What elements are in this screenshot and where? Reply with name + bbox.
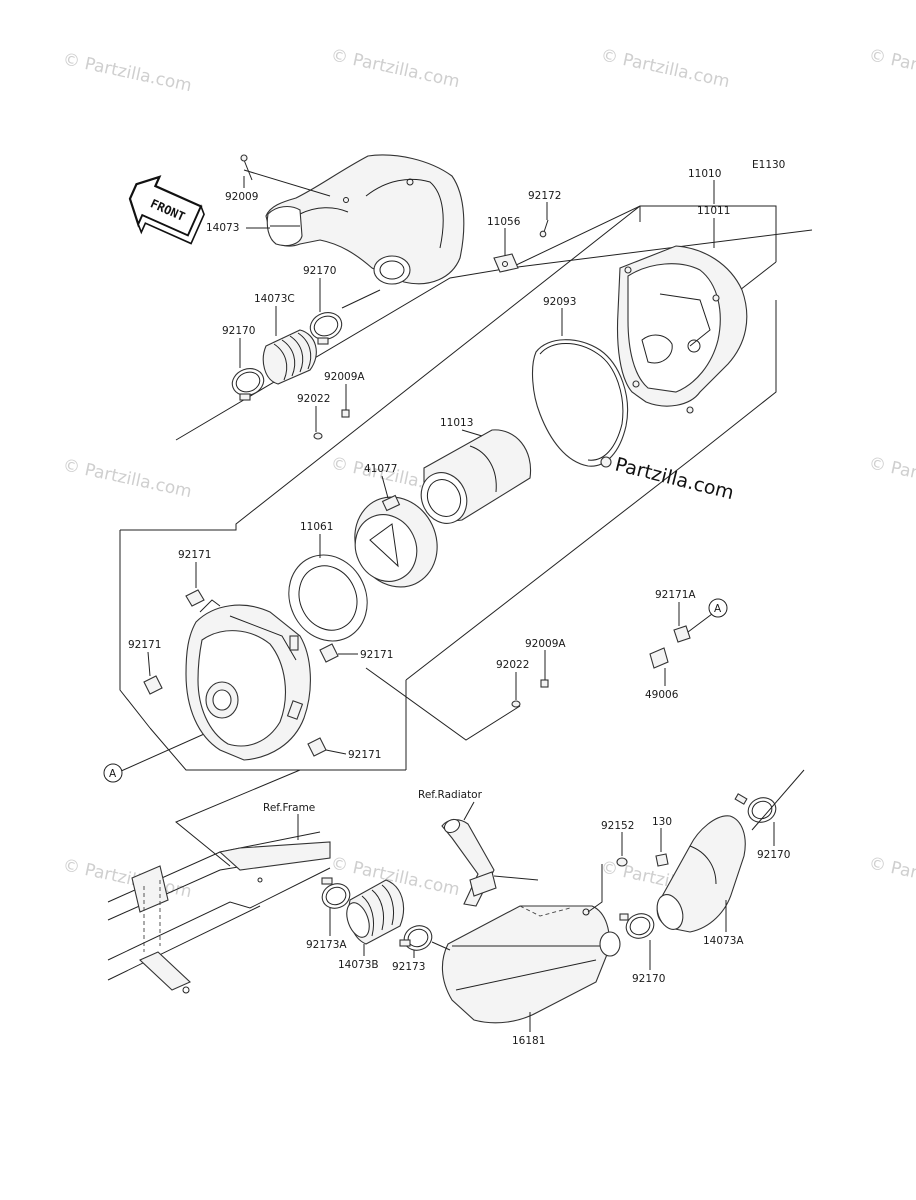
intake-chamber-16181 [441, 905, 621, 1024]
hose-14073C [262, 329, 317, 385]
part-labels: 92009 14073 92170 14073C 92170 92009A 92… [128, 168, 790, 1047]
label-92170-top: 92170 [303, 265, 336, 277]
bolt-92009 [240, 154, 253, 181]
label-92009: 92009 [225, 191, 258, 203]
label-11056: 11056 [487, 216, 521, 228]
fastener-92009A-top [341, 409, 350, 418]
label-92093: 92093 [543, 296, 576, 308]
label-92171-c: 92171 [360, 649, 393, 661]
label-92170-right: 92170 [757, 849, 790, 861]
label-14073A: 14073A [703, 935, 744, 947]
front-arrow: FRONT [128, 175, 205, 245]
cap-49006 [649, 647, 669, 669]
frame-reference [107, 831, 331, 994]
gasket-11061 [288, 554, 368, 642]
radiator-reference [441, 818, 497, 907]
label-92170-bottom: 92170 [632, 973, 665, 985]
clip-92171-d [307, 737, 327, 757]
bracket-11056 [493, 253, 519, 273]
callout-watermark: Partzilla.com [613, 454, 736, 505]
svg-text:A: A [714, 603, 722, 615]
clamp-92170-right [734, 793, 777, 823]
clamp-92170-bottom [619, 913, 655, 939]
connector-a-right: A [708, 598, 728, 618]
washer-92152 [616, 857, 628, 867]
nut-130 [655, 853, 669, 867]
watermark-3: © Partzilla.com [599, 45, 731, 92]
hose-14073B [346, 879, 404, 945]
watermark-7: © Partzilla.com [867, 453, 916, 500]
filter-holder-41077 [354, 494, 438, 588]
seal-92093 [532, 339, 629, 468]
bolt-92172 [539, 219, 549, 238]
label-92152: 92152 [601, 820, 634, 832]
leader-lines [147, 176, 775, 1032]
label-11010: 11010 [688, 168, 721, 180]
label-11013: 11013 [440, 417, 473, 429]
clip-92171-b [143, 675, 163, 695]
label-92173: 92173 [392, 961, 425, 973]
label-92171-b: 92171 [128, 639, 161, 651]
label-49006: 49006 [645, 689, 679, 701]
watermark-1: © Partzilla.com [61, 49, 193, 96]
filter-element-11013 [420, 429, 532, 524]
label-92171-d: 92171 [348, 749, 381, 761]
clamp-92173A [321, 877, 351, 909]
clip-92171-a [185, 589, 205, 607]
label-92009A-top: 92009A [324, 371, 365, 383]
diagram-code: E1130 [752, 159, 785, 171]
label-ref-radiator: Ref.Radiator [418, 789, 483, 801]
clamp-92173 [399, 925, 433, 951]
air-cleaner-cover-left [185, 599, 311, 761]
watermark-8: © Partzilla.com [61, 855, 193, 902]
clamp-92170-left [231, 368, 265, 401]
connector-a-left: A [103, 763, 123, 783]
svg-text:A: A [109, 768, 117, 780]
clamp-92170-top [309, 312, 343, 345]
washer-92022-top [313, 432, 323, 440]
label-14073C: 14073C [254, 293, 295, 305]
part-11011-air-cleaner-case [616, 245, 748, 414]
label-92171A: 92171A [655, 589, 696, 601]
assembly-lines-upper [109, 205, 813, 867]
label-92171-a: 92171 [178, 549, 211, 561]
clamp-92171A [673, 625, 691, 643]
label-11011: 11011 [697, 205, 730, 217]
label-ref-frame: Ref.Frame [263, 802, 315, 814]
label-92009A-mid: 92009A [525, 638, 566, 650]
label-16181: 16181 [512, 1035, 545, 1047]
label-92173A: 92173A [306, 939, 347, 951]
duct-14073A [656, 815, 746, 933]
watermark-2: © Partzilla.com [329, 45, 461, 92]
label-14073: 14073 [206, 222, 239, 234]
label-92022-mid: 92022 [496, 659, 529, 671]
label-41077: 41077 [364, 463, 397, 475]
part-14073-intake-duct [265, 154, 465, 285]
label-92170-left: 92170 [222, 325, 255, 337]
washer-92022-mid [511, 700, 521, 708]
watermark-11: © Partzilla.com [867, 853, 916, 900]
label-11061: 11061 [300, 521, 333, 533]
label-14073B: 14073B [338, 959, 379, 971]
label-130: 130 [652, 816, 672, 828]
watermark-5: © Partzilla.com [61, 455, 193, 502]
clip-92171-c [319, 643, 339, 663]
watermark-4: © Partzilla.com [867, 45, 916, 92]
label-92022-top: 92022 [297, 393, 330, 405]
fastener-92009A-mid [540, 679, 549, 688]
label-92172: 92172 [528, 190, 561, 202]
